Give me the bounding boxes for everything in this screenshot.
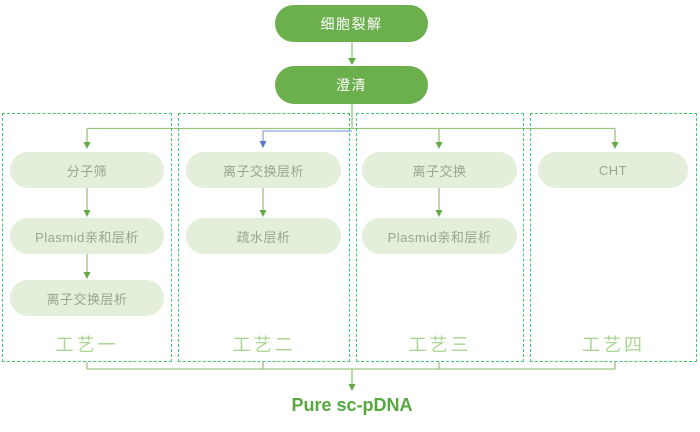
arrowhead-p3-step1-step2 xyxy=(435,210,443,217)
node-clarification-label: 澄清 xyxy=(336,77,367,93)
arrowhead-drop-p4 xyxy=(611,142,619,149)
node-cell-lysis-label: 细胞裂解 xyxy=(320,15,383,32)
process-group-2 xyxy=(178,113,350,362)
node-p3-ion-exchange: 离子交换 xyxy=(362,152,517,188)
arrowhead-p1-step1-step2 xyxy=(83,210,91,217)
arrowhead-drop-p1 xyxy=(83,142,91,149)
node-p2-ion-exchange-chromatography: 离子交换层析 xyxy=(186,152,341,188)
node-p1-step3-label: 离子交换层析 xyxy=(46,291,128,307)
node-p3-plasmid-affinity: Plasmid亲和层析 xyxy=(362,218,517,254)
node-p1-plasmid-affinity: Plasmid亲和层析 xyxy=(10,218,164,254)
node-p4-cht: CHT xyxy=(538,152,688,188)
result-label: Pure sc-pDNA xyxy=(291,395,413,415)
process-group-1 xyxy=(2,113,172,362)
node-p1-ion-exchange-chromatography: 离子交换层析 xyxy=(10,280,164,316)
node-cell-lysis: 细胞裂解 xyxy=(275,5,428,42)
node-p1-molecular-sieve: 分子筛 xyxy=(10,152,164,188)
arrowhead-p1-step2-step3 xyxy=(83,272,91,279)
arrowhead-p2-step1-step2 xyxy=(259,210,267,217)
process-label-2: 工艺二 xyxy=(232,335,296,355)
node-p1-step2-label: Plasmid亲和层析 xyxy=(35,229,139,245)
arrowhead-drop-p3 xyxy=(435,142,443,149)
node-p3-step1-label: 离子交换 xyxy=(412,163,467,179)
process-label-4: 工艺四 xyxy=(582,335,645,355)
node-p1-step1-label: 分子筛 xyxy=(66,163,108,179)
process-label-1: 工艺一 xyxy=(55,335,119,355)
node-p2-hydrophobic-chromatography: 疏水层析 xyxy=(186,218,341,254)
node-clarification: 澄清 xyxy=(275,66,428,104)
connector-drop-p2-blue xyxy=(262,130,352,142)
arrowhead-merge-down xyxy=(348,384,356,391)
process-group-4 xyxy=(530,113,697,362)
node-p4-step1-label: CHT xyxy=(598,162,628,178)
arrowhead-lysis-to-clarify xyxy=(348,58,356,65)
process-group-3 xyxy=(356,113,524,362)
node-p2-step2-label: 疏水层析 xyxy=(236,229,291,245)
node-p2-step1-label: 离子交换层析 xyxy=(222,163,304,179)
node-p3-step2-label: Plasmid亲和层析 xyxy=(387,229,492,245)
process-label-3: 工艺三 xyxy=(408,335,472,355)
arrowhead-drop-p2-blue xyxy=(259,141,267,148)
